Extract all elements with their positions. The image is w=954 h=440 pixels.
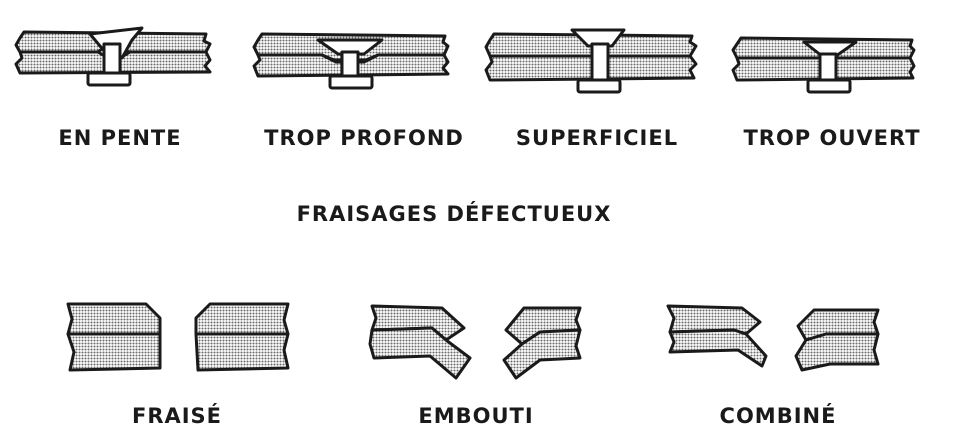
label-en-pente: EN PENTE: [58, 126, 182, 150]
combine-figure: [666, 304, 880, 372]
label-trop-profond: TROP PROFOND: [264, 126, 464, 150]
trop-ouvert-figure: [731, 36, 916, 94]
superficiel-figure: [484, 28, 698, 94]
label-trop-ouvert: TROP OUVERT: [743, 126, 921, 150]
trop-profond-figure: [252, 32, 450, 90]
label-combine: COMBINÉ: [719, 404, 837, 428]
embouti-figure: [368, 304, 582, 380]
label-superficiel: SUPERFICIEL: [515, 126, 679, 150]
fraise-figure: [66, 302, 290, 372]
en-pente-figure: [14, 26, 212, 87]
label-fraise: FRAISÉ: [131, 404, 223, 428]
section-title: FRAISAGES DÉFECTUEUX: [296, 202, 612, 226]
label-embouti: EMBOUTI: [418, 404, 534, 428]
